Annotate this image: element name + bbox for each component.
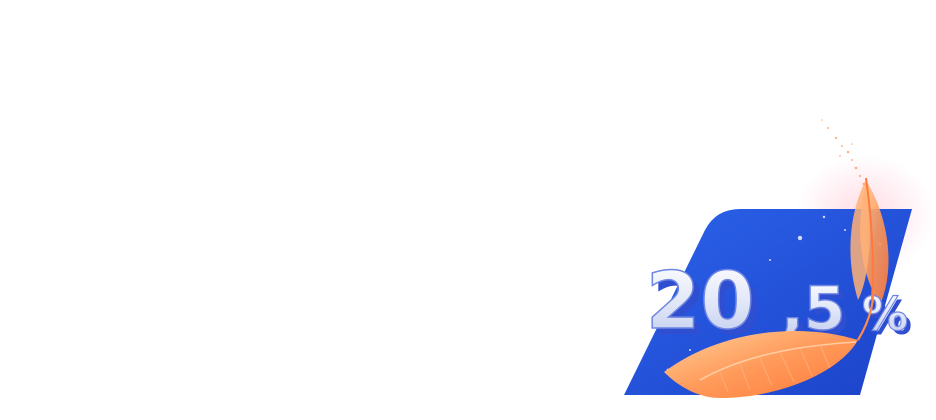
particle-trail [821, 119, 866, 186]
feather-icon [850, 180, 889, 305]
feather-shaft [865, 177, 874, 301]
rate-main: 20 [646, 257, 755, 347]
